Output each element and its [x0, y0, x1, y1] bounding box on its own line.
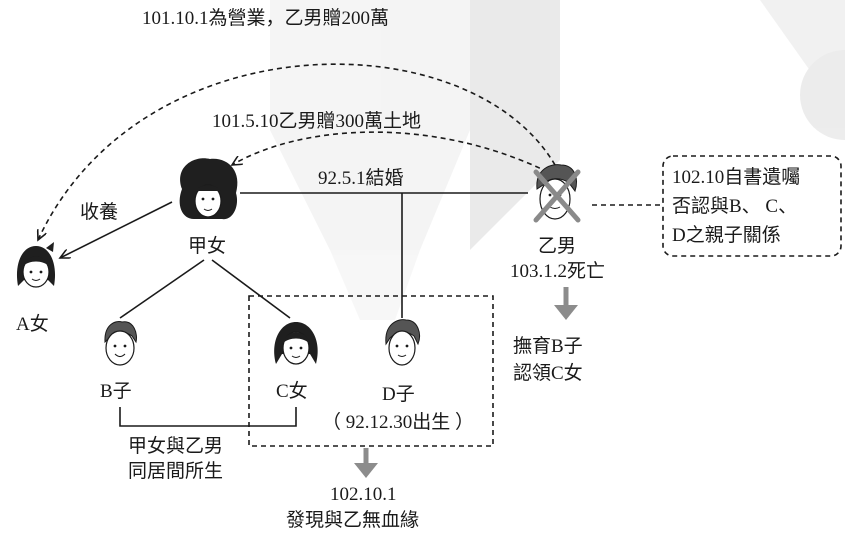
c-nv-label: C女	[276, 380, 308, 402]
cohabitation-bracket	[119, 407, 297, 427]
b-zi-label: B子	[100, 381, 132, 402]
discovery-arrow	[354, 448, 378, 478]
raise-line-1: 撫育B子	[513, 335, 583, 357]
jia-nv-label: 甲女	[188, 235, 226, 257]
will-line-2: 否認與B、 C、	[672, 195, 797, 217]
gift-label-200: 101.10.1為營業，乙男贈200萬	[142, 7, 389, 29]
boy-face-icon	[104, 321, 137, 366]
discover-line-2: 發現與乙無血緣	[286, 509, 419, 531]
girl-face-icon	[16, 242, 56, 288]
will-line-3: D之親子關係	[672, 224, 781, 246]
will-line-1: 102.10自書遺囑	[672, 166, 800, 188]
a-nv-label: A女	[16, 313, 49, 335]
gift-label-300: 101.5.10乙男贈300萬土地	[212, 110, 421, 132]
cohab-line-1: 甲女與乙男	[128, 435, 223, 457]
boy-face-icon	[385, 319, 420, 366]
will-box	[662, 155, 842, 257]
gift-arrow-200	[38, 63, 556, 240]
raise-arrow	[554, 287, 578, 320]
no-blood-relation-box	[248, 295, 494, 447]
raise-line-2: 認領C女	[513, 362, 583, 384]
cohab-line-2: 同居間所生	[128, 460, 223, 482]
mother-to-b-line	[119, 259, 205, 319]
adoption-label: 收養	[80, 201, 118, 223]
cross-mark-icon	[533, 169, 581, 223]
d-birth-label: （ 92.12.30出生 ）	[322, 411, 474, 433]
adoption-arrow	[60, 201, 173, 258]
discover-line-1: 102.10.1	[330, 484, 397, 505]
background-shapes	[270, 0, 845, 320]
yi-nan-death-label: 103.1.2死亡	[510, 260, 605, 282]
gift-arrow-300	[232, 131, 549, 173]
yi-nan-label: 乙男	[538, 236, 576, 257]
mother-to-c-line	[211, 259, 291, 319]
d-zi-label: D子	[382, 384, 415, 405]
girl-face-icon	[274, 322, 318, 365]
woman-face-icon	[179, 158, 238, 220]
marriage-label: 92.5.1結婚	[318, 167, 404, 189]
